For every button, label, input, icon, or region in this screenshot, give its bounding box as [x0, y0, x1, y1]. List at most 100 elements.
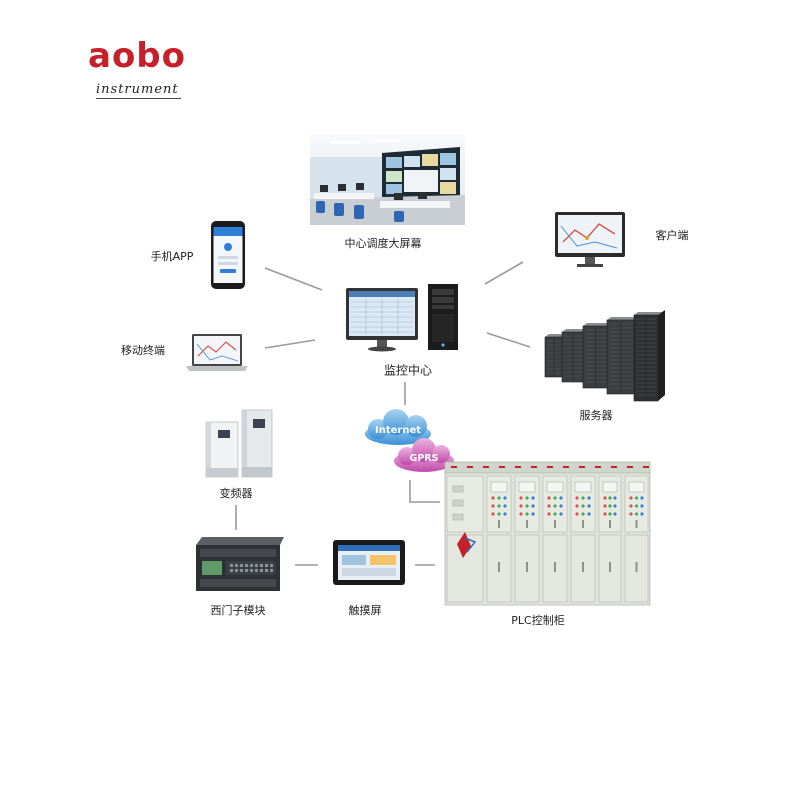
indicator-light-blue [531, 504, 535, 508]
cabinet-top-mark [611, 466, 617, 468]
indicator-light-green [634, 496, 639, 500]
cloud-icon [394, 438, 454, 472]
cabinet-emblem [457, 532, 477, 558]
panel-meter [490, 481, 508, 493]
panel-meter [602, 481, 618, 493]
operator-desks [314, 183, 450, 208]
center-monitor-table [351, 299, 413, 334]
pc-tower-icon [428, 284, 458, 350]
video-wall-panels [386, 153, 456, 194]
cloud-icon [365, 409, 431, 445]
panel-handle [554, 520, 556, 528]
rack-top [583, 323, 612, 326]
indicator-light-red [575, 496, 579, 500]
indicator-light-blue [559, 496, 563, 500]
inverter-icon [205, 409, 273, 478]
label-phone-app: 手机APP [150, 250, 194, 263]
panel-handle [498, 562, 500, 572]
rack-top [545, 334, 567, 337]
line-server-to-center [486, 332, 531, 348]
panel-handle [609, 520, 611, 528]
indicator-light-red [603, 496, 607, 500]
tower-power-light [441, 343, 445, 347]
indicator-light-green [525, 496, 529, 500]
indicator-light-green [608, 512, 612, 516]
room-left-wall [310, 157, 382, 199]
inverter-right-display [253, 419, 265, 428]
indicator-light-green [553, 504, 557, 508]
cabinet-top-mark [579, 466, 585, 468]
inverter-left-display [218, 430, 230, 438]
indicator-light-blue [503, 504, 507, 508]
line-client-to-center [484, 261, 524, 285]
laptop-base [186, 366, 248, 371]
label-siemens-module: 西门子模块 [210, 604, 266, 617]
cabinet-top-mark [627, 466, 633, 468]
terminal-screw [240, 569, 243, 572]
server-rack [606, 317, 639, 395]
center-monitor-base [368, 346, 396, 352]
server-rack [633, 312, 662, 402]
client-map-route [560, 225, 618, 249]
terminal-screw [265, 564, 268, 567]
terminal-screw [245, 564, 248, 567]
indicator-light-blue [559, 504, 563, 508]
cabinet-top-mark [515, 466, 521, 468]
room-floor [310, 195, 465, 225]
terminal-screw [270, 564, 273, 567]
label-server: 服务器 [579, 409, 613, 422]
indicator-light-green [525, 504, 529, 508]
indicator-light-red [629, 496, 633, 500]
module-terminals [230, 564, 273, 572]
panel-handle [526, 562, 528, 572]
indicator-light-red [547, 496, 551, 500]
line-laptop-to-center [264, 339, 316, 349]
indicator-light-red [629, 504, 633, 508]
cabinet-panels [446, 466, 649, 603]
indicator-light-blue [640, 496, 644, 500]
indicator-light-green [581, 504, 585, 508]
cabinet-top-mark [467, 466, 473, 468]
cabinet-panel [570, 475, 596, 603]
cabinet-top-mark [643, 466, 649, 468]
panel-handle [635, 562, 638, 572]
panel-switch [452, 499, 464, 507]
cabinet-panel [624, 475, 649, 603]
indicator-light-green [634, 512, 639, 516]
indicator-light-red [491, 504, 495, 508]
indicator-light-green [553, 496, 557, 500]
connector-lines [235, 261, 531, 566]
terminal-screw [235, 564, 238, 567]
label-mobile-terminal: 移动终端 [121, 344, 165, 357]
label-plc-cabinet: PLC控制柜 [511, 614, 565, 627]
panel-handle [609, 562, 611, 572]
label-client: 客户端 [655, 229, 689, 242]
indicator-light-red [575, 504, 579, 508]
terminal-screw [240, 564, 243, 567]
rack-top [634, 312, 662, 315]
client-monitor-icon [555, 212, 625, 267]
indicator-light-blue [613, 496, 617, 500]
indicator-light-red [603, 512, 607, 516]
server-rack [544, 334, 567, 378]
panel-handle [635, 520, 638, 528]
cabinet-top-mark [563, 466, 569, 468]
cabinet-top-mark [595, 466, 601, 468]
server-rack [582, 323, 612, 389]
panel-handle [526, 520, 528, 528]
monitor-center-workstation [346, 284, 458, 352]
indicator-light-green [497, 504, 501, 508]
label-monitor-center: 监控中心 [383, 363, 433, 378]
indicator-light-blue [587, 512, 591, 516]
cabinet-top-mark [483, 466, 489, 468]
indicator-light-red [547, 512, 551, 516]
terminal-screw [235, 569, 238, 572]
indicator-light-red [491, 496, 495, 500]
panel-switch [452, 485, 464, 493]
cabinet-panel [598, 475, 622, 603]
gprs-label: GPRS [410, 453, 439, 464]
terminal-screw [255, 564, 258, 567]
touch-panel-icon [333, 540, 405, 585]
client-base [577, 264, 603, 267]
terminal-screw [270, 569, 273, 572]
